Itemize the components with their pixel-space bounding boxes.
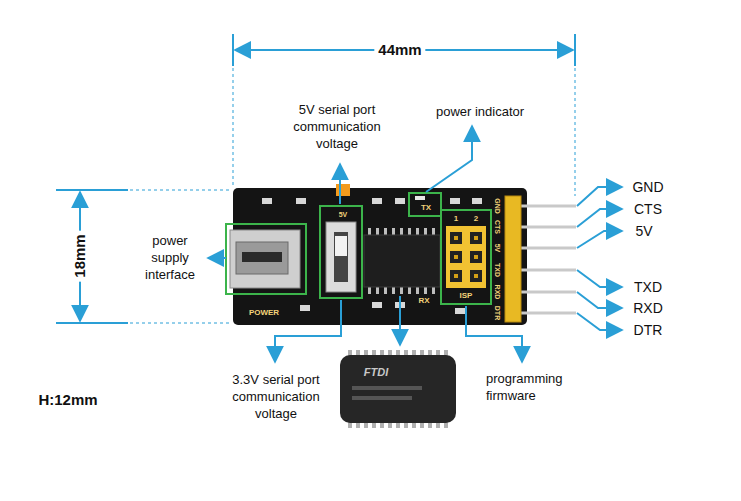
leader-lines <box>208 126 622 362</box>
silkscreen-label: 1 <box>454 215 458 223</box>
pin-silkscreen: TXD <box>494 263 501 277</box>
silkscreen-label: 2 <box>474 215 478 223</box>
signal-name: GND <box>632 178 663 196</box>
ftdi-chip <box>364 228 440 294</box>
callout-label: programming firmware <box>486 371 590 405</box>
pin-silkscreen: RXD <box>494 285 501 300</box>
signal-name: DTR <box>634 321 663 339</box>
dimension-label: 44mm <box>374 40 425 60</box>
callout-label: 3.3V serial port communication voltage <box>215 372 337 423</box>
silkscreen-label: ISP <box>460 292 473 300</box>
dimension-label: H:12mm <box>38 390 97 410</box>
signal-name: RXD <box>633 299 663 317</box>
pcb <box>233 188 527 325</box>
callout-label: power supply interface <box>133 233 207 284</box>
silkscreen-label: 5V <box>339 211 348 218</box>
silkscreen-label: RX <box>418 297 429 305</box>
isp-header <box>441 210 491 304</box>
power-led <box>409 193 441 216</box>
chip-marking: FTDI <box>364 365 388 379</box>
pin-silkscreen: DTR <box>494 306 501 320</box>
pin-silkscreen: 5V <box>494 244 501 253</box>
silkscreen-label: TX <box>421 204 431 212</box>
signal-name: TXD <box>634 278 662 296</box>
pin-silkscreen: GND <box>494 198 501 214</box>
chip-closeup <box>340 350 456 428</box>
pin-header <box>505 196 576 322</box>
callout-label: power indicator <box>436 104 524 121</box>
callout-label: 5V serial port communication voltage <box>278 102 396 153</box>
usb-connector <box>226 224 306 294</box>
silkscreen-label: POWER <box>249 309 279 317</box>
signal-name: 5V <box>635 222 652 240</box>
pin-silkscreen: CTS <box>494 220 501 234</box>
dimension-label: 18mm <box>70 230 90 281</box>
signal-name: CTS <box>634 200 662 218</box>
